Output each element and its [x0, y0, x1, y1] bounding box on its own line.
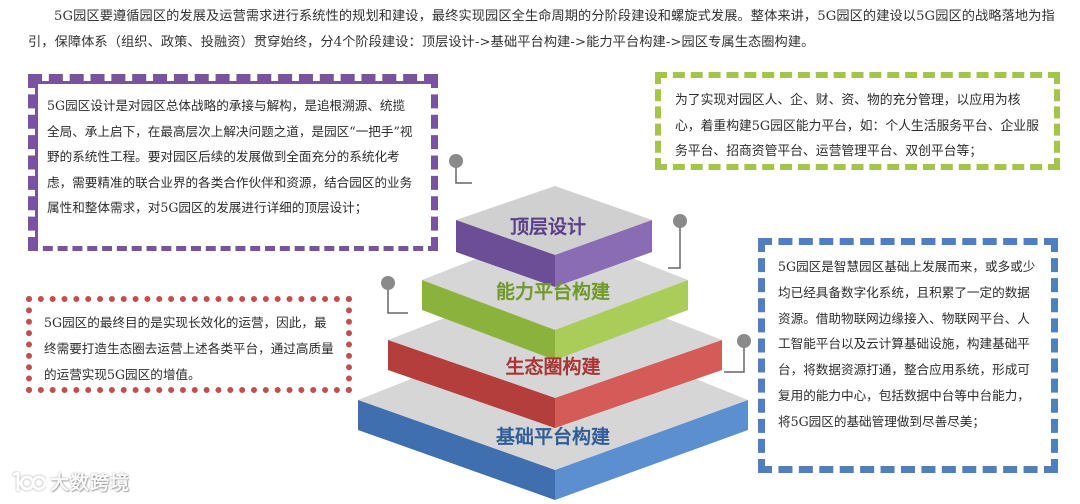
- connector-ecosystem: [387, 283, 408, 314]
- layer-top: [456, 186, 652, 287]
- connector-capability: [668, 222, 681, 269]
- top-design-description-box: 5G园区设计是对园区总体战略的承接与解构，是追根溯源、统揽全局、承上启下，在最高…: [28, 74, 438, 251]
- layer-label-base: 基础平台构建: [495, 425, 610, 448]
- connector-dot-ecosystem: [381, 276, 395, 290]
- watermark-logo-icon: [12, 470, 46, 491]
- layer-label-capability: 能力平台构建: [496, 280, 610, 303]
- capability-platform-description-box: 为了实现对园区人、企、财、资、物的充分管理，以应用为核心，着重构建5G园区能力平…: [655, 72, 1060, 170]
- connector-base: [724, 342, 745, 373]
- base-platform-description-box: 5G园区是智慧园区基础上发展而来，或多或少均已经具备数字化系统，且积累了一定的数…: [758, 238, 1058, 473]
- connector-top: [455, 162, 472, 184]
- layer-label-ecosystem: 生态圈构建: [505, 355, 600, 378]
- watermark-text: 大数跨境: [50, 472, 131, 494]
- connector-dot-base: [737, 334, 751, 348]
- watermark: 大数跨境: [10, 468, 130, 495]
- connector-dot-top: [449, 154, 463, 168]
- ecosystem-description-box: 5G园区的最终目的是实现长效化的运营，因此，最终需要打造生态圈去运营上述各类平台…: [26, 296, 352, 393]
- connector-dot-capability: [673, 214, 687, 228]
- layer-label-top: 顶层设计: [510, 216, 586, 238]
- intro-paragraph: 5G园区要遵循园区的发展及运营需求进行系统性的规划和建设，最终实现园区全生命周期…: [28, 9, 1055, 50]
